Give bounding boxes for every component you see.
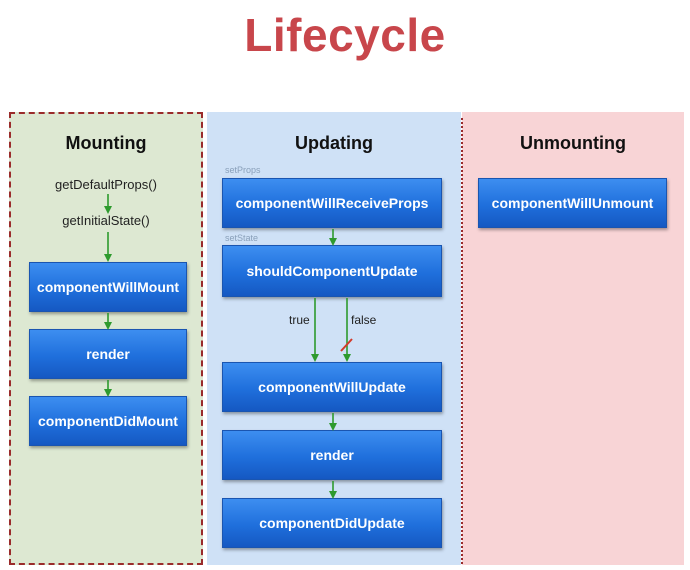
should-component-update-box: shouldComponentUpdate bbox=[222, 245, 442, 297]
get-initial-state-step: getInitialState() bbox=[62, 213, 150, 228]
updating-heading: Updating bbox=[295, 133, 373, 153]
set-props-label: setProps bbox=[225, 165, 261, 175]
update-render-box: render bbox=[222, 430, 442, 480]
false-branch-block-mark bbox=[340, 338, 353, 352]
component-did-mount-box: componentDidMount bbox=[29, 396, 187, 446]
component-will-mount-box: componentWillMount bbox=[29, 262, 187, 312]
component-will-receive-props-box: componentWillReceiveProps bbox=[222, 178, 442, 228]
unmounting-heading: Unmounting bbox=[520, 133, 626, 153]
column-divider bbox=[461, 118, 463, 564]
component-will-update-box: componentWillUpdate bbox=[222, 362, 442, 412]
component-did-update-box: componentDidUpdate bbox=[222, 498, 442, 548]
set-state-label: setState bbox=[225, 233, 259, 243]
page-title: Lifecycle bbox=[244, 9, 446, 61]
component-will-unmount-box: componentWillUnmount bbox=[478, 178, 667, 228]
false-branch-label: false bbox=[351, 313, 377, 327]
get-default-props-step: getDefaultProps() bbox=[55, 177, 157, 192]
mounting-heading: Mounting bbox=[65, 133, 147, 153]
true-branch-label: true bbox=[289, 313, 310, 327]
mount-render-box: render bbox=[29, 329, 187, 379]
